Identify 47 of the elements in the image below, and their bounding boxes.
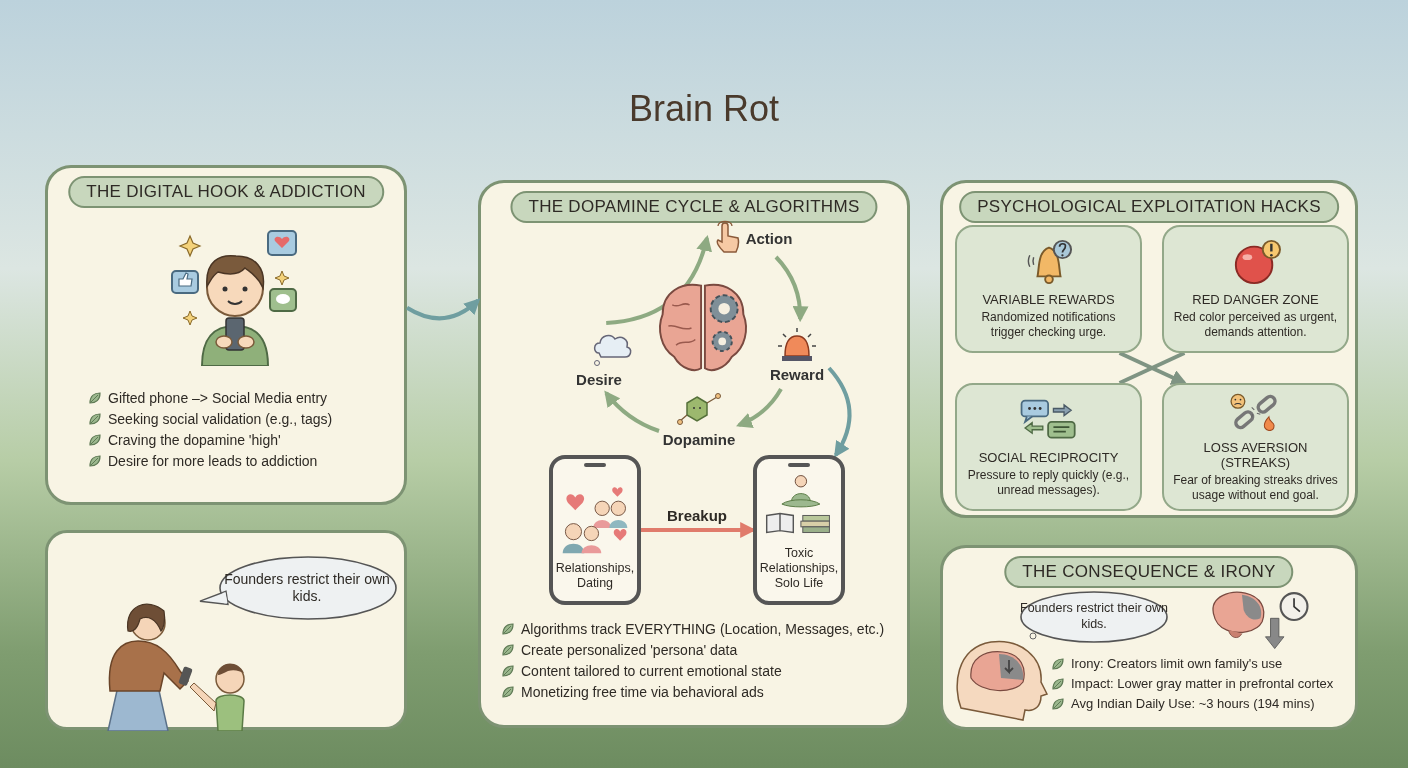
step-label: Action: [745, 229, 793, 247]
section-heading: THE CONSEQUENCE & IRONY: [1004, 556, 1294, 588]
step-label: Desire: [576, 370, 622, 388]
title: Brain Rot: [628, 88, 780, 129]
bullet-text: Monetizing free time via behavioral ads: [521, 684, 764, 700]
section-heading: PSYCHOLOGICAL EXPLOITATION HACKS: [959, 191, 1339, 223]
arrow: [736, 387, 783, 428]
arrow: [604, 390, 660, 433]
speech-bubble: [198, 555, 398, 621]
card-description: Randomized notifications trigger checking urge.: [980, 310, 1117, 340]
bullet-text: Gifted phone –> Social Media entry: [108, 390, 328, 406]
card-description: Red color perceived as urgent, demands attention.: [1172, 310, 1339, 340]
card-title: SOCIAL RECIPROCITY: [978, 450, 1119, 465]
phone-caption: Toxic Relationships, Solo Life: [758, 546, 840, 591]
bullet-text: Avg Indian Daily Use: ~3 hours (194 mins): [1071, 696, 1315, 711]
step-label: Dopamine: [662, 430, 736, 448]
card-title: RED DANGER ZONE: [1192, 292, 1319, 307]
phone-caption: Relationships, Dating: [554, 561, 636, 591]
phone-screen: [549, 455, 641, 605]
arrow: [406, 298, 481, 321]
bullet-text: Irony: Creators limit own family's use: [1071, 656, 1283, 671]
phone-screen: [753, 455, 845, 605]
hack-card: [1162, 383, 1349, 511]
hack-card: [955, 383, 1142, 511]
hack-card: [955, 225, 1142, 353]
card-title: VARIABLE REWARDS: [982, 292, 1115, 307]
panel: [940, 545, 1358, 730]
panel: [940, 180, 1358, 518]
card-title: LOSS AVERSION (STREAKS): [1202, 440, 1309, 470]
hack-card: [1162, 225, 1349, 353]
bullet-text: Craving the dopamine 'high': [108, 432, 281, 448]
panel: [45, 165, 407, 505]
step-label: Reward: [769, 365, 825, 383]
panel: [478, 180, 910, 728]
bubble-text: Founders restrict their own kids.: [223, 570, 391, 606]
panel: [45, 530, 407, 730]
bullet-text: Algorithms track EVERYTHING (Location, Messages, etc.): [521, 621, 885, 637]
card-description: Fear of breaking streaks drives usage without end goal.: [1172, 473, 1339, 503]
bullet-text: Desire for more leads to addiction: [108, 453, 318, 469]
section-heading: THE DIGITAL HOOK & ADDICTION: [68, 176, 384, 208]
bullet-text: Content tailored to current emotional state: [521, 663, 782, 679]
card-description: Pressure to reply quickly (e.g., unread messages).: [966, 468, 1131, 498]
bullet-text: Create personalized 'persona' data: [521, 642, 738, 658]
arrow: [827, 366, 852, 458]
bullet-text: Impact: Lower gray matter in prefrontal cortex: [1071, 676, 1334, 691]
bullet-text: Seeking social validation (e.g., tags): [108, 411, 333, 427]
section-heading: THE DOPAMINE CYCLE & ALGORITHMS: [510, 191, 878, 223]
